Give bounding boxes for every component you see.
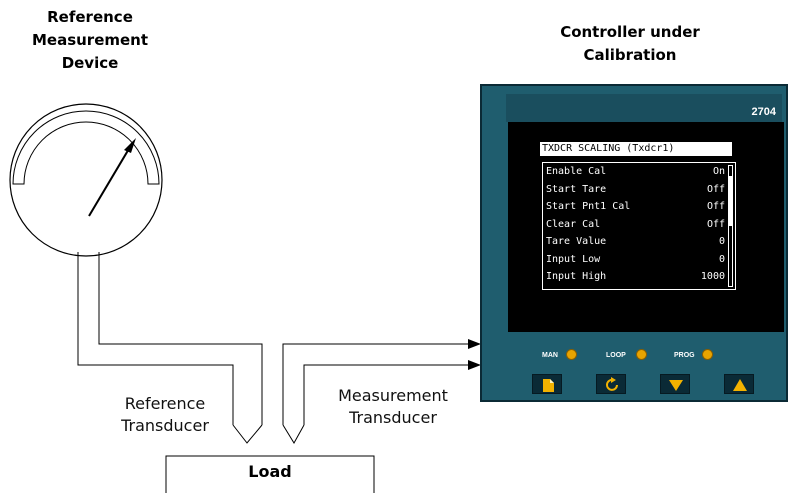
parameter-label: Start Pnt1 Cal [546,201,631,212]
loop-indicator-label: LOOP [606,352,626,359]
parameter-value: 1000 [700,271,725,282]
parameter-row[interactable]: Tare Value 0 [543,233,735,251]
raise-button[interactable] [724,374,754,394]
reference-pipe-outer [77,252,234,425]
parameter-row[interactable]: Enable Cal On [543,163,735,181]
reference-device-heading: Reference Measurement Device [20,6,160,75]
parameter-label: Start Tare [546,183,607,195]
reference-transducer-label-line2: Transducer [121,416,209,435]
parameter-row[interactable]: Start Tare Off [543,181,735,199]
reference-pipe-inner [98,252,263,425]
parameter-value: Off [706,218,725,230]
reference-transducer-label: Reference Transducer [100,393,230,437]
prog-indicator-lamp [702,349,713,360]
load-label: Load [248,462,292,481]
reference-transducer-label-line1: Reference [124,394,206,413]
reference-device-heading-line2: Measurement [31,31,149,49]
parameter-label: Input Low [546,253,601,265]
display-scrollbar[interactable] [728,165,733,287]
scroll-button[interactable] [596,374,626,394]
page-button[interactable] [532,374,562,394]
parameter-label: Input High [546,271,607,282]
parameter-row[interactable]: Input High 1000 [543,268,735,286]
parameter-row[interactable]: Clear Cal Off [543,216,735,234]
parameter-label: Tare Value [546,236,607,247]
man-indicator-lamp [566,349,577,360]
controller-heading-line2: Calibration [583,46,677,64]
parameter-label: Clear Cal [546,218,601,230]
parameter-row[interactable]: Input Low 0 [543,251,735,269]
raise-icon [733,379,747,391]
measurement-transducer-label-line2: Transducer [349,408,437,427]
measurement-transducer-tip [282,424,305,444]
gauge-needle-tip [124,138,136,153]
page-icon [543,379,554,392]
arrow-head-lower [468,360,481,370]
parameter-value: 0 [718,253,725,265]
parameter-row[interactable]: Start Pnt1 Cal Off [543,198,735,216]
reference-transducer-tip [232,424,263,444]
arrow-head-upper [468,339,481,349]
load-box [165,455,375,493]
controller-heading: Controller under Calibration [545,21,715,67]
gauge-needle [88,146,131,217]
measurement-transducer-label: Measurement Transducer [318,385,468,429]
man-indicator-label: MAN [542,352,558,359]
parameter-value: 0 [718,236,725,247]
gauge-scale-arc [12,110,160,185]
display-title: TXDCR SCALING (Txdcr1) [540,142,732,156]
controller-panel: 2704 TXDCR SCALING (Txdcr1) Enable Cal On… [480,84,788,402]
parameter-value: Off [706,183,725,195]
scrollbar-thumb[interactable] [729,176,732,226]
reference-device-heading-line1: Reference [47,8,133,26]
controller-display: TXDCR SCALING (Txdcr1) Enable Cal On Star… [508,122,784,332]
parameter-value: On [712,166,725,177]
loop-indicator-lamp [636,349,647,360]
lower-button[interactable] [660,374,690,394]
measurement-pipe-upper [282,343,470,425]
model-number: 2704 [751,106,776,118]
parameter-value: Off [706,201,725,212]
scroll-icon [606,377,618,391]
controller-top-bar: 2704 [506,94,782,122]
controller-heading-line1: Controller under [560,23,700,41]
prog-indicator-label: PROG [674,352,695,359]
parameter-label: Enable Cal [546,166,607,177]
reference-device-heading-line3: Device [61,54,119,72]
gauge-dial [9,103,163,257]
measurement-transducer-label-line1: Measurement [338,386,448,405]
measurement-pipe-lower [303,364,470,425]
lower-icon [669,380,683,391]
